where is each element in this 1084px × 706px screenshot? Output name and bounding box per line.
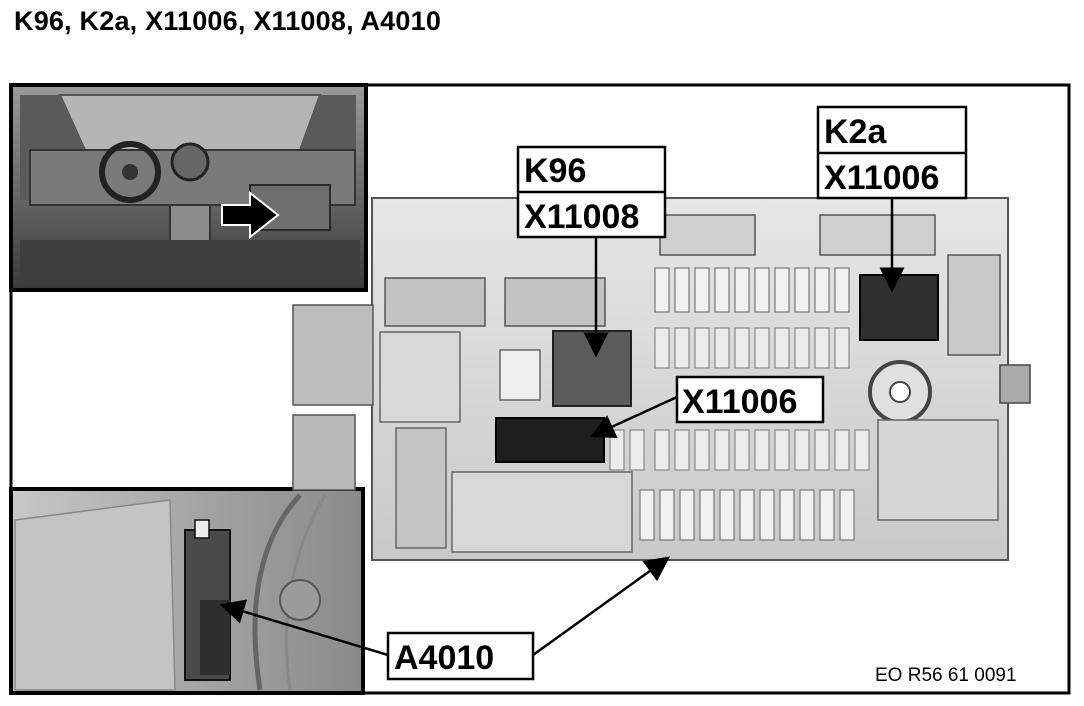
x11006-connector xyxy=(495,417,605,463)
callout-label-x11006: X11006 xyxy=(682,383,797,421)
inset-interior-overview xyxy=(9,83,368,292)
callout-label-k2a: K2a xyxy=(824,113,887,151)
inset-footwell-closeup xyxy=(9,487,365,695)
reference-code: EO R56 61 0091 xyxy=(875,665,1017,686)
callout-a4010: A4010 xyxy=(219,556,671,681)
callout-label-a4010: A4010 xyxy=(394,639,494,677)
fuse-row-lower xyxy=(609,429,870,471)
callout-label-x11008: X11008 xyxy=(524,198,639,236)
fuse-row-bottom xyxy=(639,489,855,541)
steering-wheel-icon xyxy=(99,141,161,203)
k96-relay xyxy=(552,330,632,407)
location-arrow-icon xyxy=(221,190,280,240)
callout-k96-x11008: K96 X11008 xyxy=(516,145,667,358)
callout-x11006: X11006 xyxy=(589,375,825,438)
callout-k2a-x11006: K2a X11006 xyxy=(816,105,968,293)
callout-label-x11006-top: X11006 xyxy=(824,159,939,197)
page-title: K96, K2a, X11006, X11008, A4010 xyxy=(14,6,442,36)
fuse-row-top xyxy=(654,267,850,313)
callout-label-k96: K96 xyxy=(524,152,586,190)
fuse-row-middle xyxy=(654,327,850,369)
fuse-box-body xyxy=(292,197,1031,561)
k2a-relay xyxy=(859,274,939,341)
